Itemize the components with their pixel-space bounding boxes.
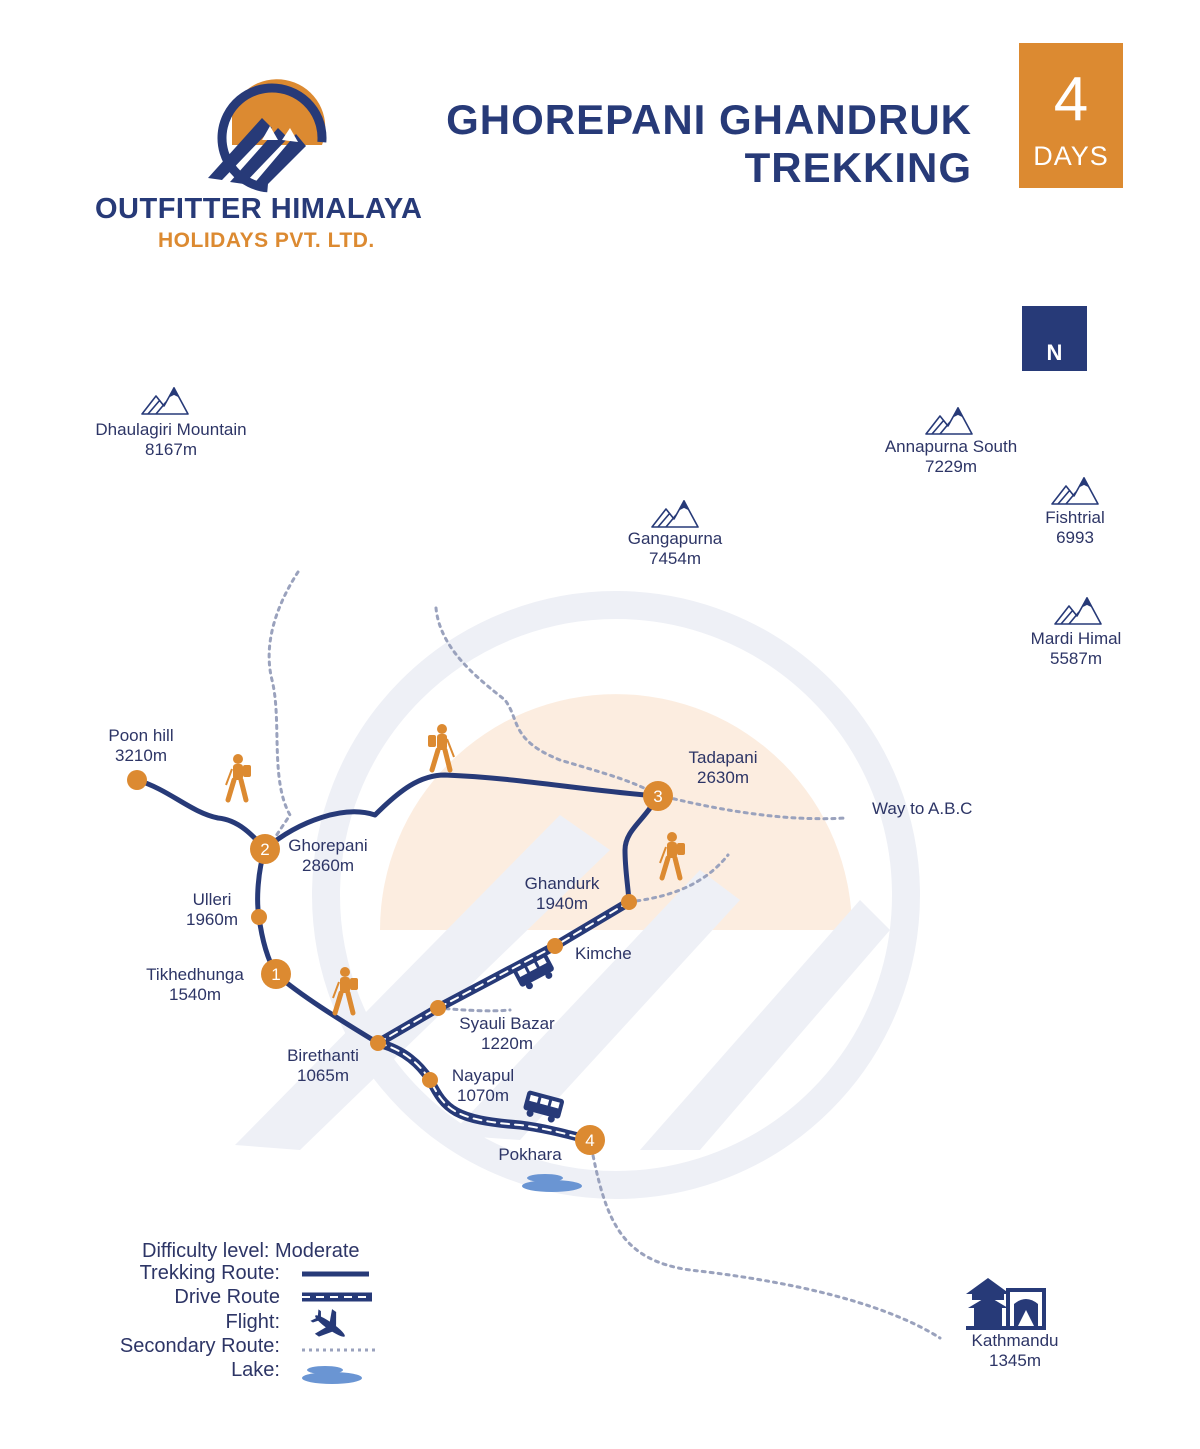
- legend-drive-label: Drive Route: [174, 1286, 280, 1308]
- mountain-icon: [1054, 597, 1102, 625]
- place-label-pokhara: Pokhara: [498, 1145, 562, 1164]
- duration-number: 4: [1053, 65, 1089, 134]
- compass-box: N: [1022, 306, 1087, 371]
- brand-name: OUTFITTER HIMALAYA: [95, 193, 423, 225]
- waypoint-dots: [127, 770, 637, 1088]
- drive-route: [373, 897, 634, 1145]
- airplane-icon: [310, 1309, 345, 1337]
- way-to-abc-label: Way to A.B.C: [872, 799, 973, 818]
- hiker-icon: [428, 724, 455, 773]
- stop-2-number: 2: [260, 840, 269, 859]
- bus-icon: [523, 1090, 565, 1123]
- secondary-routes: [266, 570, 942, 1340]
- bus-icon: [513, 953, 554, 990]
- page-title-line1: GHOREPANI GHANDRUK: [446, 96, 972, 143]
- lake-icon: [522, 1174, 582, 1192]
- legend-flight-label: Flight:: [225, 1311, 280, 1333]
- legend-difficulty: Difficulty level: Moderate: [142, 1240, 360, 1262]
- numbered-stops: [250, 781, 673, 1155]
- legend-trekking-label: Trekking Route:: [139, 1262, 280, 1284]
- temple-icon: [966, 1278, 1046, 1330]
- hiker-icon: [659, 832, 685, 881]
- mountain-icon: [141, 387, 189, 415]
- trekking-route: [134, 772, 661, 1046]
- stop-3-number: 3: [653, 787, 662, 806]
- legend-lake-label: Lake:: [231, 1359, 280, 1381]
- mountain-icon: [1051, 477, 1099, 505]
- page-title-line2: TREKKING: [744, 144, 972, 191]
- stop-4-number: 4: [585, 1131, 594, 1150]
- stop-1-number: 1: [271, 965, 280, 984]
- logo-mountain-icon: [208, 79, 327, 193]
- duration-unit: DAYS: [1033, 141, 1109, 171]
- compass-label: N: [1046, 340, 1063, 365]
- place-label-kimche: Kimche: [575, 944, 632, 963]
- mountain-icon: [925, 407, 973, 435]
- hiker-icon: [225, 754, 251, 803]
- legend-secondary-label: Secondary Route:: [119, 1335, 280, 1357]
- brand-subtitle: HOLIDAYS PVT. LTD.: [158, 229, 375, 252]
- watermark-logo: [235, 591, 920, 1199]
- legend-lake-icon: [302, 1372, 362, 1384]
- mountain-icon: [651, 500, 699, 528]
- duration-badge: 4 DAYS: [1019, 43, 1123, 188]
- hiker-icon: [332, 967, 358, 1016]
